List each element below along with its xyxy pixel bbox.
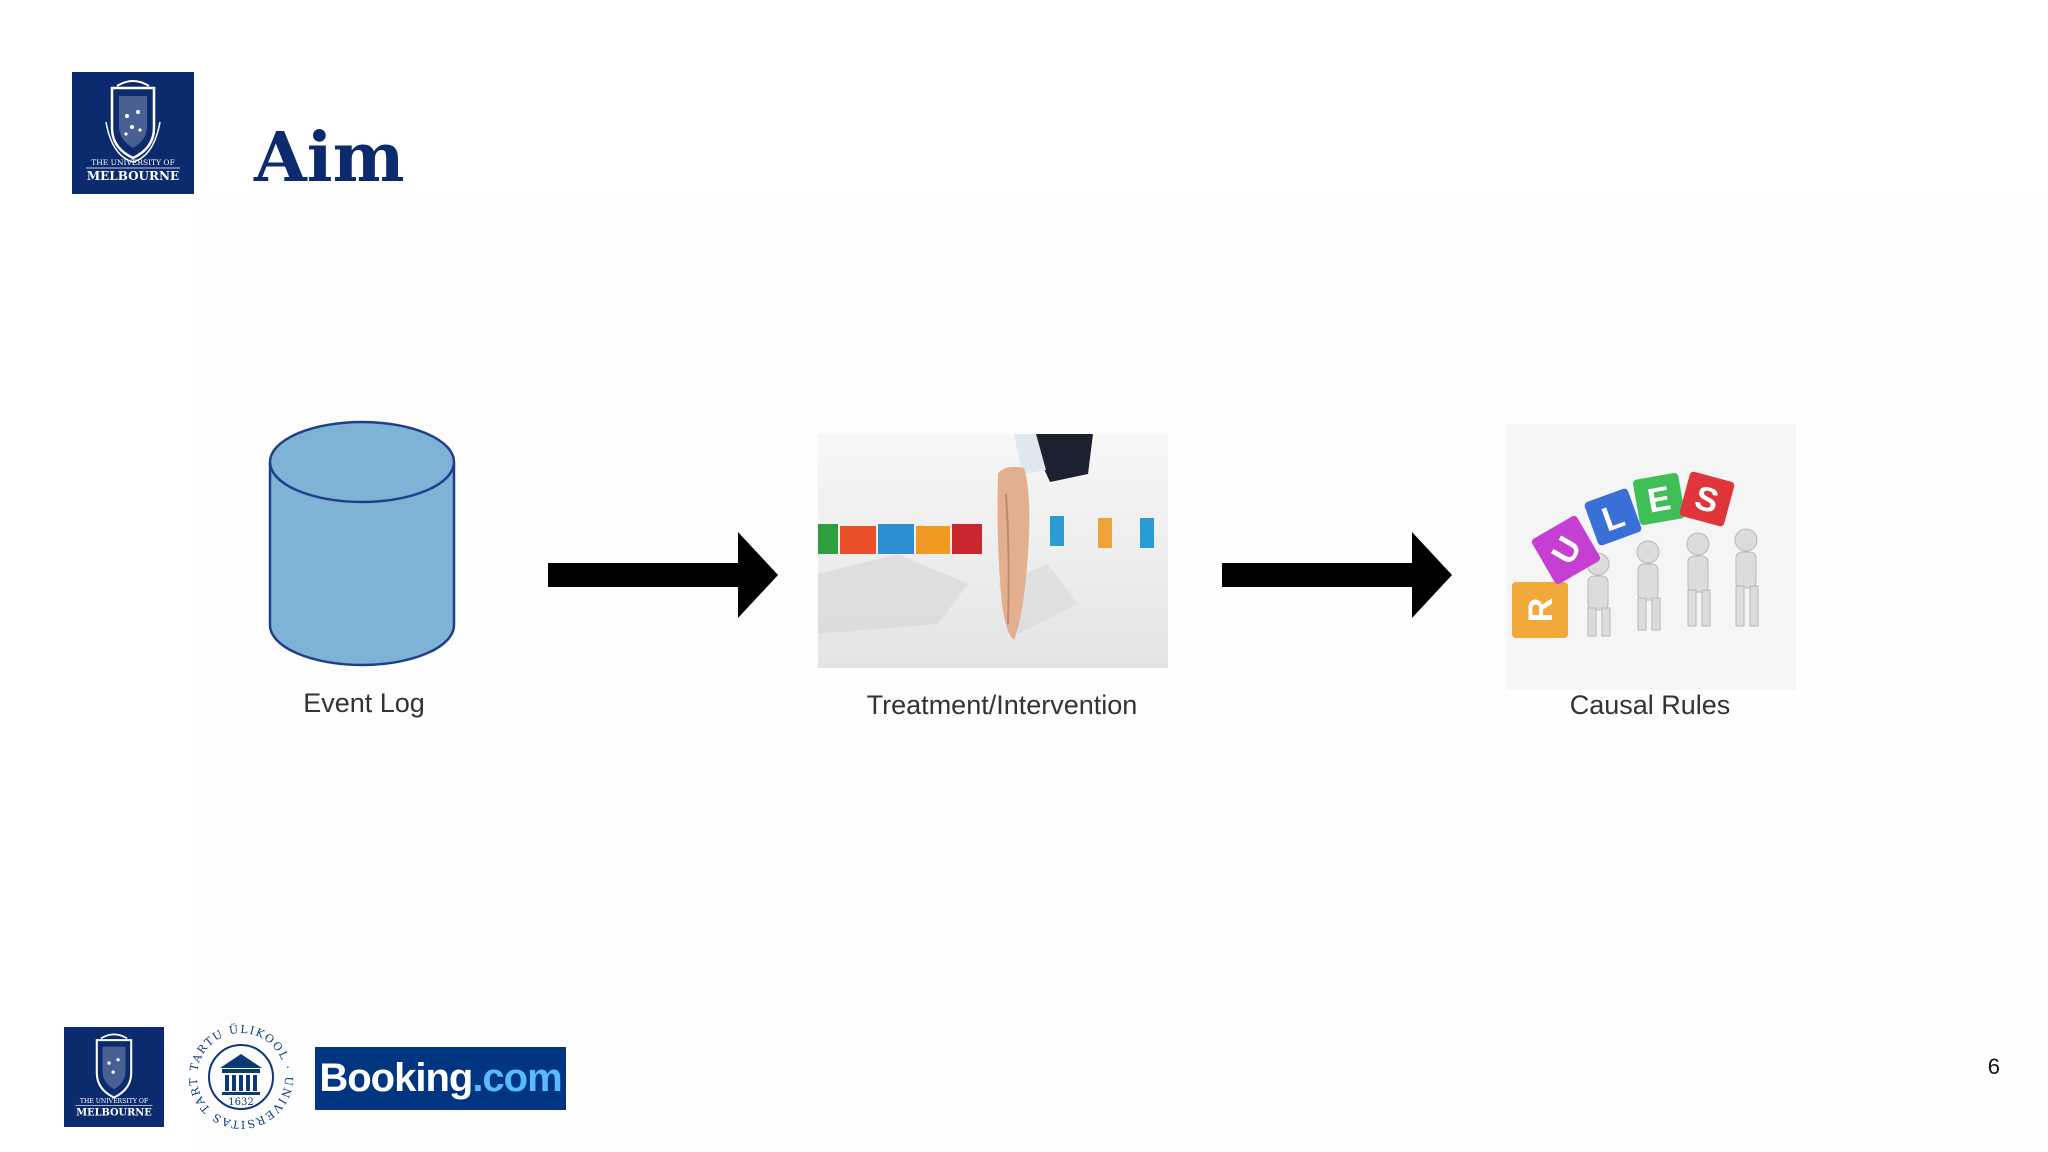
database-cylinder-icon xyxy=(268,420,460,670)
causal-rules-label: Causal Rules xyxy=(1530,690,1770,721)
event-log-label: Event Log xyxy=(264,688,464,719)
event-log-node xyxy=(268,420,460,670)
svg-text:MELBOURNE: MELBOURNE xyxy=(76,1108,152,1119)
university-of-tartu-seal: TARTU ÜLIKOOL · UNIVERSITAS TARTUENSIS 1… xyxy=(186,1022,296,1132)
causal-rules-image: R U L E S xyxy=(1506,424,1796,690)
rules-blocks-people-icon: R U L E S xyxy=(1506,424,1796,690)
page-number: 6 xyxy=(1960,1054,2000,1080)
footer-university-of-melbourne-logo: THE UNIVERSITY OF MELBOURNE xyxy=(64,1027,164,1127)
svg-text:R: R xyxy=(1522,598,1560,623)
slide-title: Aim xyxy=(254,118,405,200)
booking-com-logo: Booking.com xyxy=(315,1047,566,1110)
treatment-intervention-label: Treatment/Intervention xyxy=(842,690,1162,721)
treatment-intervention-image xyxy=(818,434,1168,668)
booking-dotcom-text: .com xyxy=(472,1056,561,1101)
melbourne-crest-icon: THE UNIVERSITY OF MELBOURNE xyxy=(64,1027,164,1127)
flow-arrow-1 xyxy=(548,532,778,618)
svg-text:MELBOURNE: MELBOURNE xyxy=(87,169,179,183)
flow-arrow-2 xyxy=(1222,532,1452,618)
university-of-melbourne-logo: THE UNIVERSITY OF MELBOURNE xyxy=(72,72,194,194)
svg-text:THE UNIVERSITY OF: THE UNIVERSITY OF xyxy=(80,1098,148,1105)
booking-text: Booking xyxy=(319,1056,472,1101)
tartu-seal-icon: TARTU ÜLIKOOL · UNIVERSITAS TARTUENSIS 1… xyxy=(186,1022,296,1132)
svg-text:THE UNIVERSITY OF: THE UNIVERSITY OF xyxy=(91,158,175,167)
svg-text:1632: 1632 xyxy=(228,1097,253,1108)
melbourne-crest-icon: THE UNIVERSITY OF MELBOURNE xyxy=(72,72,194,194)
hand-blocking-dominoes-icon xyxy=(818,434,1168,668)
